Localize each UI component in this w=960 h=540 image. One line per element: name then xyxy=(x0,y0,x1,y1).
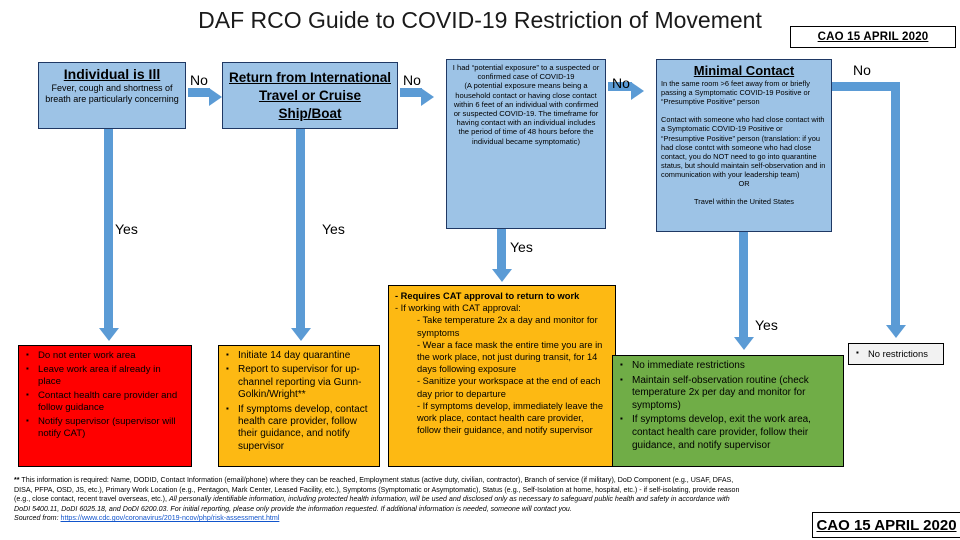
outcome-box-no-restrictions: No restrictions xyxy=(848,343,944,365)
outcome-list-minimal: No immediate restrictions Maintain self-… xyxy=(619,359,837,452)
arrow-label-no-3: No xyxy=(612,75,630,91)
list-item: Notify supervisor (supervisor will notif… xyxy=(25,415,185,440)
arrow-label-yes-2: Yes xyxy=(322,221,345,237)
decision-body-potential-exposure-line2: (A potential exposure means being a hous… xyxy=(453,81,599,146)
outcome-box-minimal-green: No immediate restrictions Maintain self-… xyxy=(612,355,844,467)
decision-heading-minimal-contact: Minimal Contact xyxy=(693,63,795,78)
footnote-source-label: Sourced from: xyxy=(14,514,61,523)
arrow-no-minimal-line-v xyxy=(891,82,900,325)
arrow-no-minimal-head xyxy=(885,325,906,338)
arrow-yes-ill-head xyxy=(98,328,119,341)
footnote-line-4: DoDI 5400.11, DoDI 6025.18, and DoDI 620… xyxy=(14,504,572,513)
footnote-line-3a: (e.g., close contact, recent travel over… xyxy=(14,495,169,504)
list-item: Report to supervisor for up-channel repo… xyxy=(225,363,373,401)
arrow-no-exposure-to-minimal-head xyxy=(631,82,644,100)
outcome-list-ill: Do not enter work area Leave work area i… xyxy=(25,349,185,440)
cao-date-badge-bottom: CAO 15 APRIL 2020 xyxy=(812,512,960,538)
arrow-no-travel-to-exposure-line xyxy=(400,88,422,97)
cao-date-badge-top: CAO 15 APRIL 2020 xyxy=(790,26,956,48)
list-item: Maintain self-observation routine (check… xyxy=(619,374,837,413)
arrow-yes-exposure-head xyxy=(491,269,512,282)
arrow-label-no-1: No xyxy=(190,72,208,88)
cao-date-badge-bottom-label: CAO 15 APRIL 2020 xyxy=(816,516,957,534)
decision-body-minimal-contact-para3: Travel within the United States xyxy=(694,197,794,207)
list-item: Initiate 14 day quarantine xyxy=(225,349,373,362)
decision-body-minimal-contact-spacer xyxy=(661,106,827,115)
outcome-box-cat-approval-orange: - Requires CAT approval to return to wor… xyxy=(388,285,616,467)
arrow-no-ill-to-travel-head xyxy=(209,88,222,106)
footnote-line-2: DISA, PFPA, OSD, JS, etc.), Primary Work… xyxy=(14,485,740,494)
outcome-box-quarantine-orange: Initiate 14 day quarantine Report to sup… xyxy=(218,345,380,467)
decision-body-minimal-contact-or: OR xyxy=(738,179,750,189)
cat-line-3: - Take temperature 2x a day and monitor … xyxy=(417,315,598,338)
footnote-marker: ** xyxy=(14,476,20,484)
outcome-list-none: No restrictions xyxy=(855,347,928,361)
decision-body-individual-is-ill: Fever, cough and shortness of breath are… xyxy=(45,83,179,104)
cao-date-badge-top-label: CAO 15 APRIL 2020 xyxy=(817,31,929,43)
cat-line-4: - Wear a face mask the entire time you a… xyxy=(417,339,603,375)
arrow-yes-ill-line xyxy=(104,129,113,328)
list-item: If symptoms develop, contact health care… xyxy=(225,403,373,454)
decision-heading-individual-is-ill: Individual is Ill xyxy=(63,66,161,82)
cat-line-6: - If symptoms develop, immediately leave… xyxy=(417,400,604,436)
decision-body-minimal-contact-para1: In the same room >6 feet away from or br… xyxy=(661,79,811,107)
decision-box-return-from-travel: Return from International Travel or Crui… xyxy=(222,62,398,129)
arrow-label-yes-4: Yes xyxy=(755,317,778,333)
list-item: Contact health care provider and follow … xyxy=(25,389,185,414)
arrow-yes-travel-line xyxy=(296,129,305,328)
list-item: Leave work area if already in place xyxy=(25,363,185,388)
arrow-yes-exposure-line xyxy=(497,229,506,270)
page-title: DAF RCO Guide to COVID-19 Restriction of… xyxy=(198,7,762,33)
footnote-block: ** This information is required: Name, D… xyxy=(14,476,954,524)
decision-box-potential-exposure: I had “potential exposure” to a suspecte… xyxy=(446,59,606,229)
footnote-line-3b: All personally identifiable information,… xyxy=(168,495,730,504)
list-item: If symptoms develop, exit the work area,… xyxy=(619,413,837,452)
decision-box-minimal-contact: Minimal Contact In the same room >6 feet… xyxy=(656,59,832,232)
arrow-label-yes-1: Yes xyxy=(115,221,138,237)
arrow-label-yes-3: Yes xyxy=(510,239,533,255)
cat-line-1: - Requires CAT approval to return to wor… xyxy=(395,291,580,301)
footnote-line-1: This information is required: Name, DODI… xyxy=(21,476,734,484)
arrow-label-no-4: No xyxy=(853,62,871,78)
decision-body-minimal-contact-spacer2 xyxy=(661,188,827,197)
outcome-box-ill-red: Do not enter work area Leave work area i… xyxy=(18,345,192,467)
arrow-yes-minimal-head xyxy=(733,337,754,350)
list-item: Do not enter work area xyxy=(25,349,185,362)
arrow-yes-minimal-line xyxy=(739,232,748,338)
arrow-label-no-2: No xyxy=(403,72,421,88)
footnote-source-link[interactable]: https://www.cdc.gov/coronavirus/2019-nco… xyxy=(60,514,280,523)
cat-line-5: - Sanitize your workspace at the end of … xyxy=(417,376,601,399)
decision-body-potential-exposure-line1: I had “potential exposure” to a suspecte… xyxy=(452,63,600,82)
arrow-no-travel-to-exposure-head xyxy=(421,88,434,106)
arrow-yes-travel-head xyxy=(290,328,311,341)
decision-box-individual-is-ill: Individual is Ill Fever, cough and short… xyxy=(38,62,186,129)
arrow-no-ill-to-travel-line xyxy=(188,88,210,97)
decision-body-minimal-contact-para2: Contact with someone who had close conta… xyxy=(661,115,826,179)
arrow-no-exposure-to-minimal-line xyxy=(608,82,632,91)
cat-line-2: - If working with CAT approval: xyxy=(395,303,521,314)
outcome-list-quarantine: Initiate 14 day quarantine Report to sup… xyxy=(225,349,373,454)
list-item: No restrictions xyxy=(855,347,928,360)
decision-heading-return-from-travel: Return from International Travel or Crui… xyxy=(228,69,391,121)
arrow-no-minimal-line-h xyxy=(832,82,900,91)
list-item: No immediate restrictions xyxy=(619,359,837,373)
